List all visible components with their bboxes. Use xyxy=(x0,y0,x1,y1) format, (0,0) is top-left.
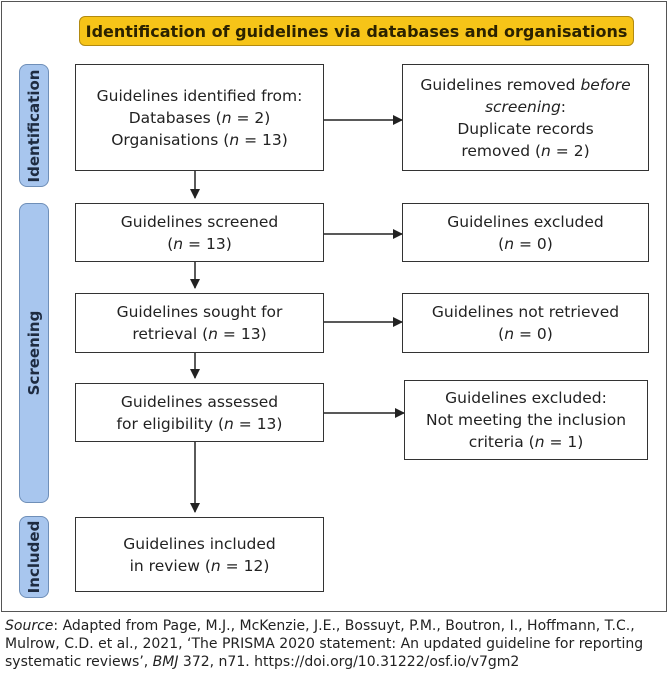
box-included: Guidelines included in review (n = 12) xyxy=(75,517,324,592)
source-citation: Source: Adapted from Page, M.J., McKenzi… xyxy=(5,617,667,671)
included-line1: Guidelines included xyxy=(123,534,276,553)
excluded0-line2: (n = 0) xyxy=(498,234,553,253)
excluded0-line1: Guidelines excluded xyxy=(447,212,604,231)
removed-line1: Guidelines removed before xyxy=(420,75,631,94)
phase-included: Included xyxy=(19,516,49,598)
removed-line3: Duplicate records xyxy=(457,119,594,138)
screened-line1: Guidelines screened xyxy=(120,212,279,231)
sought-line1: Guidelines sought for xyxy=(116,303,283,321)
excluded1-line3: criteria (n = 1) xyxy=(468,433,584,451)
source-journal: BMJ xyxy=(152,654,179,670)
source-label: Source xyxy=(5,618,54,634)
phase-screening: Screening xyxy=(19,203,49,503)
assessed-line1: Guidelines assessed xyxy=(120,392,279,411)
box-screened: Guidelines screened (n = 13) xyxy=(75,203,324,262)
removed-line4: removed (n = 2) xyxy=(461,141,590,160)
box-removed: Guidelines removed before screening: Dup… xyxy=(402,64,649,171)
notretrieved-line1: Guidelines not retrieved xyxy=(431,303,620,321)
box-excluded-eligibility: Guidelines excluded: Not meeting the inc… xyxy=(404,380,648,460)
box-sought: Guidelines sought for retrieval (n = 13) xyxy=(75,293,324,353)
sought-line2: retrieval (n = 13) xyxy=(132,325,267,343)
source-text-1: : Adapted from Page, M.J., McKenzie, J.E… xyxy=(5,618,644,670)
box-identified: Guidelines identified from: Databases (n… xyxy=(75,64,324,171)
phase-identification: Identification xyxy=(19,64,49,187)
identified-line2: Databases (n = 2) xyxy=(128,108,271,127)
box-assessed: Guidelines assessed for eligibility (n =… xyxy=(75,383,324,442)
screened-line2: (n = 13) xyxy=(167,234,232,253)
assessed-line2: for eligibility (n = 13) xyxy=(116,414,283,433)
removed-line2: screening: xyxy=(484,97,567,116)
identified-line1: Guidelines identified from: xyxy=(96,86,303,105)
included-line2: in review (n = 12) xyxy=(129,556,270,575)
excluded1-line1: Guidelines excluded: xyxy=(445,389,607,407)
source-text-2: 372, n71. https://doi.org/10.31222/osf.i… xyxy=(178,654,520,670)
notretrieved-line2: (n = 0) xyxy=(498,325,553,343)
box-not-retrieved: Guidelines not retrieved (n = 0) xyxy=(402,293,649,353)
banner-title: Identification of guidelines via databas… xyxy=(79,16,634,46)
box-excluded-screening: Guidelines excluded (n = 0) xyxy=(402,203,649,262)
excluded1-line2: Not meeting the inclusion xyxy=(425,411,627,429)
identified-line3: Organisations (n = 13) xyxy=(111,130,288,149)
